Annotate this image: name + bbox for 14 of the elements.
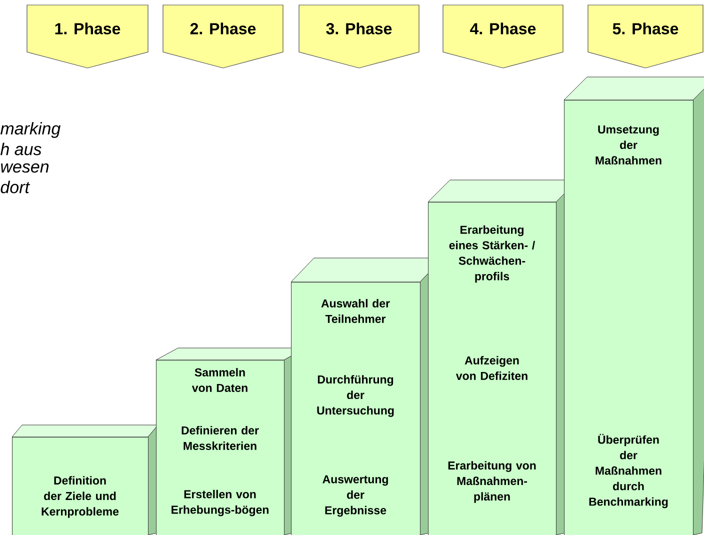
phase-header: 2. Phase [162,4,284,68]
phase-header: 5. Phase [588,4,704,68]
step-block: Erarbeitung eines Stärken- / Schwächen-profils Aufzeigen von Defiziten Erarbeitung von Maßnahmen-plänen [428,180,578,535]
step-block: Umsetzung der Maßnahmen Überprüfen der Maßnahmen durch Benchmarking [564,76,704,535]
phase-header: 3. Phase [298,4,420,68]
italic-text: dort [0,180,30,194]
step-block: Sammeln von Daten Definieren der Messkriterien Erstellen von Erhebungs-bögen [156,348,306,535]
italic-text: h aus [0,142,42,156]
phase-header: 1. Phase [26,4,148,68]
step-block: Definition der Ziele und Kernprobleme [12,424,158,535]
italic-text: marking [0,122,60,138]
italic-text: wesen [1,163,49,173]
step-block: Auswahl der Teilnehmer Durchführung der Untersuchung Auswertung der Ergebnisse [290,258,444,535]
phase-header: 4. Phase [442,4,564,68]
